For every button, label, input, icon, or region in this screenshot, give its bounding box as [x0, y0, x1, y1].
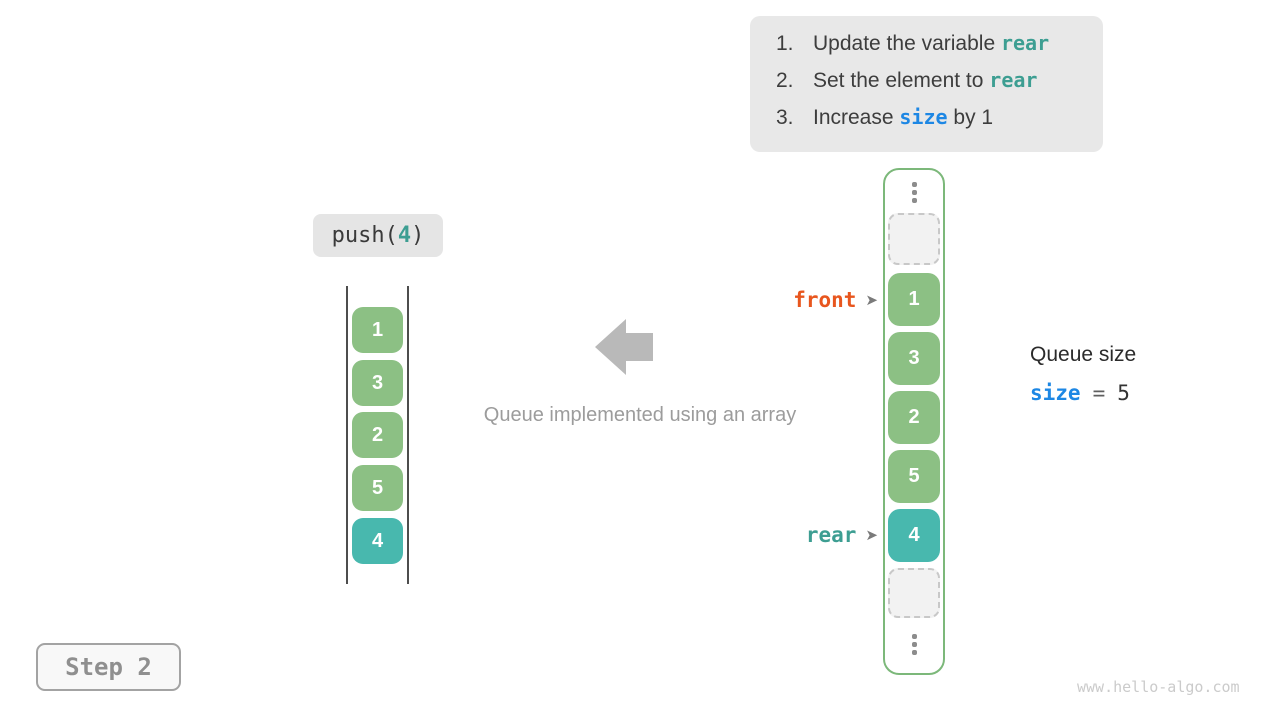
queue-size-value-line: size = 5 — [1030, 381, 1136, 405]
queue-element-new: 4 — [352, 518, 403, 564]
left-arrow-icon — [595, 319, 653, 375]
operation-argument: 4 — [397, 223, 412, 248]
queue-size-panel: Queue size size = 5 — [1030, 343, 1136, 405]
watermark-text: www.hello-algo.com — [1077, 678, 1240, 696]
ellipsis-dots-icon — [885, 182, 943, 203]
instruction-text-post: by 1 — [947, 106, 994, 129]
front-pointer: front ➤ — [730, 287, 878, 313]
rear-pointer: rear ➤ — [730, 522, 878, 548]
pointer-arrow-icon: ➤ — [865, 526, 878, 544]
instruction-box: 1. Update the variable rear 2. Set the e… — [750, 16, 1103, 152]
instruction-text-pre: Update the variable — [813, 32, 1001, 55]
operation-prefix: push( — [331, 223, 398, 248]
instruction-number: 2. — [776, 69, 794, 92]
array-cell: 5 — [888, 450, 940, 503]
queue-channel-right-wall — [407, 286, 409, 584]
array-cell: 3 — [888, 332, 940, 385]
instruction-text: Set the element to rear — [813, 68, 1037, 93]
code-token-rear: rear — [1000, 31, 1050, 55]
instruction-number: 1. — [776, 32, 794, 55]
instruction-text: Increase size by 1 — [813, 105, 993, 130]
pointer-arrow-icon: ➤ — [865, 291, 878, 309]
instruction-number: 3. — [776, 106, 794, 129]
queue-element: 2 — [352, 412, 403, 458]
rear-pointer-label: rear — [805, 523, 857, 547]
front-pointer-label: front — [793, 288, 857, 312]
queue-channel-left-wall — [346, 286, 348, 584]
queue-size-title: Queue size — [1030, 343, 1137, 366]
instruction-item: 2. Set the element to rear — [776, 68, 1103, 105]
equals-sign: = — [1092, 381, 1106, 405]
array-cell-empty — [888, 213, 940, 265]
queue-element: 3 — [352, 360, 403, 406]
array-cell: 2 — [888, 391, 940, 444]
queue-element: 1 — [352, 307, 403, 353]
array-cell: 1 — [888, 273, 940, 326]
size-variable: size — [1030, 381, 1081, 405]
code-token-size: size — [899, 105, 948, 129]
queue-element: 5 — [352, 465, 403, 511]
instruction-text-pre: Set the element to — [813, 69, 990, 92]
instruction-item: 1. Update the variable rear — [776, 31, 1103, 68]
operation-suffix: ) — [411, 223, 425, 248]
array-cell-empty — [888, 568, 940, 618]
code-token-rear: rear — [989, 68, 1038, 92]
instruction-item: 3. Increase size by 1 — [776, 105, 1103, 142]
array-cell-rear: 4 — [888, 509, 940, 562]
instruction-text: Update the variable rear — [813, 31, 1049, 56]
array-container: 1 3 2 5 4 — [883, 168, 945, 675]
instruction-text-pre: Increase — [813, 106, 900, 129]
operation-label: push(4) — [313, 214, 443, 257]
ellipsis-dots-icon — [885, 634, 943, 655]
step-badge: Step 2 — [36, 643, 181, 691]
caption-text: Queue implemented using an array — [483, 404, 797, 426]
size-value: 5 — [1117, 381, 1130, 405]
